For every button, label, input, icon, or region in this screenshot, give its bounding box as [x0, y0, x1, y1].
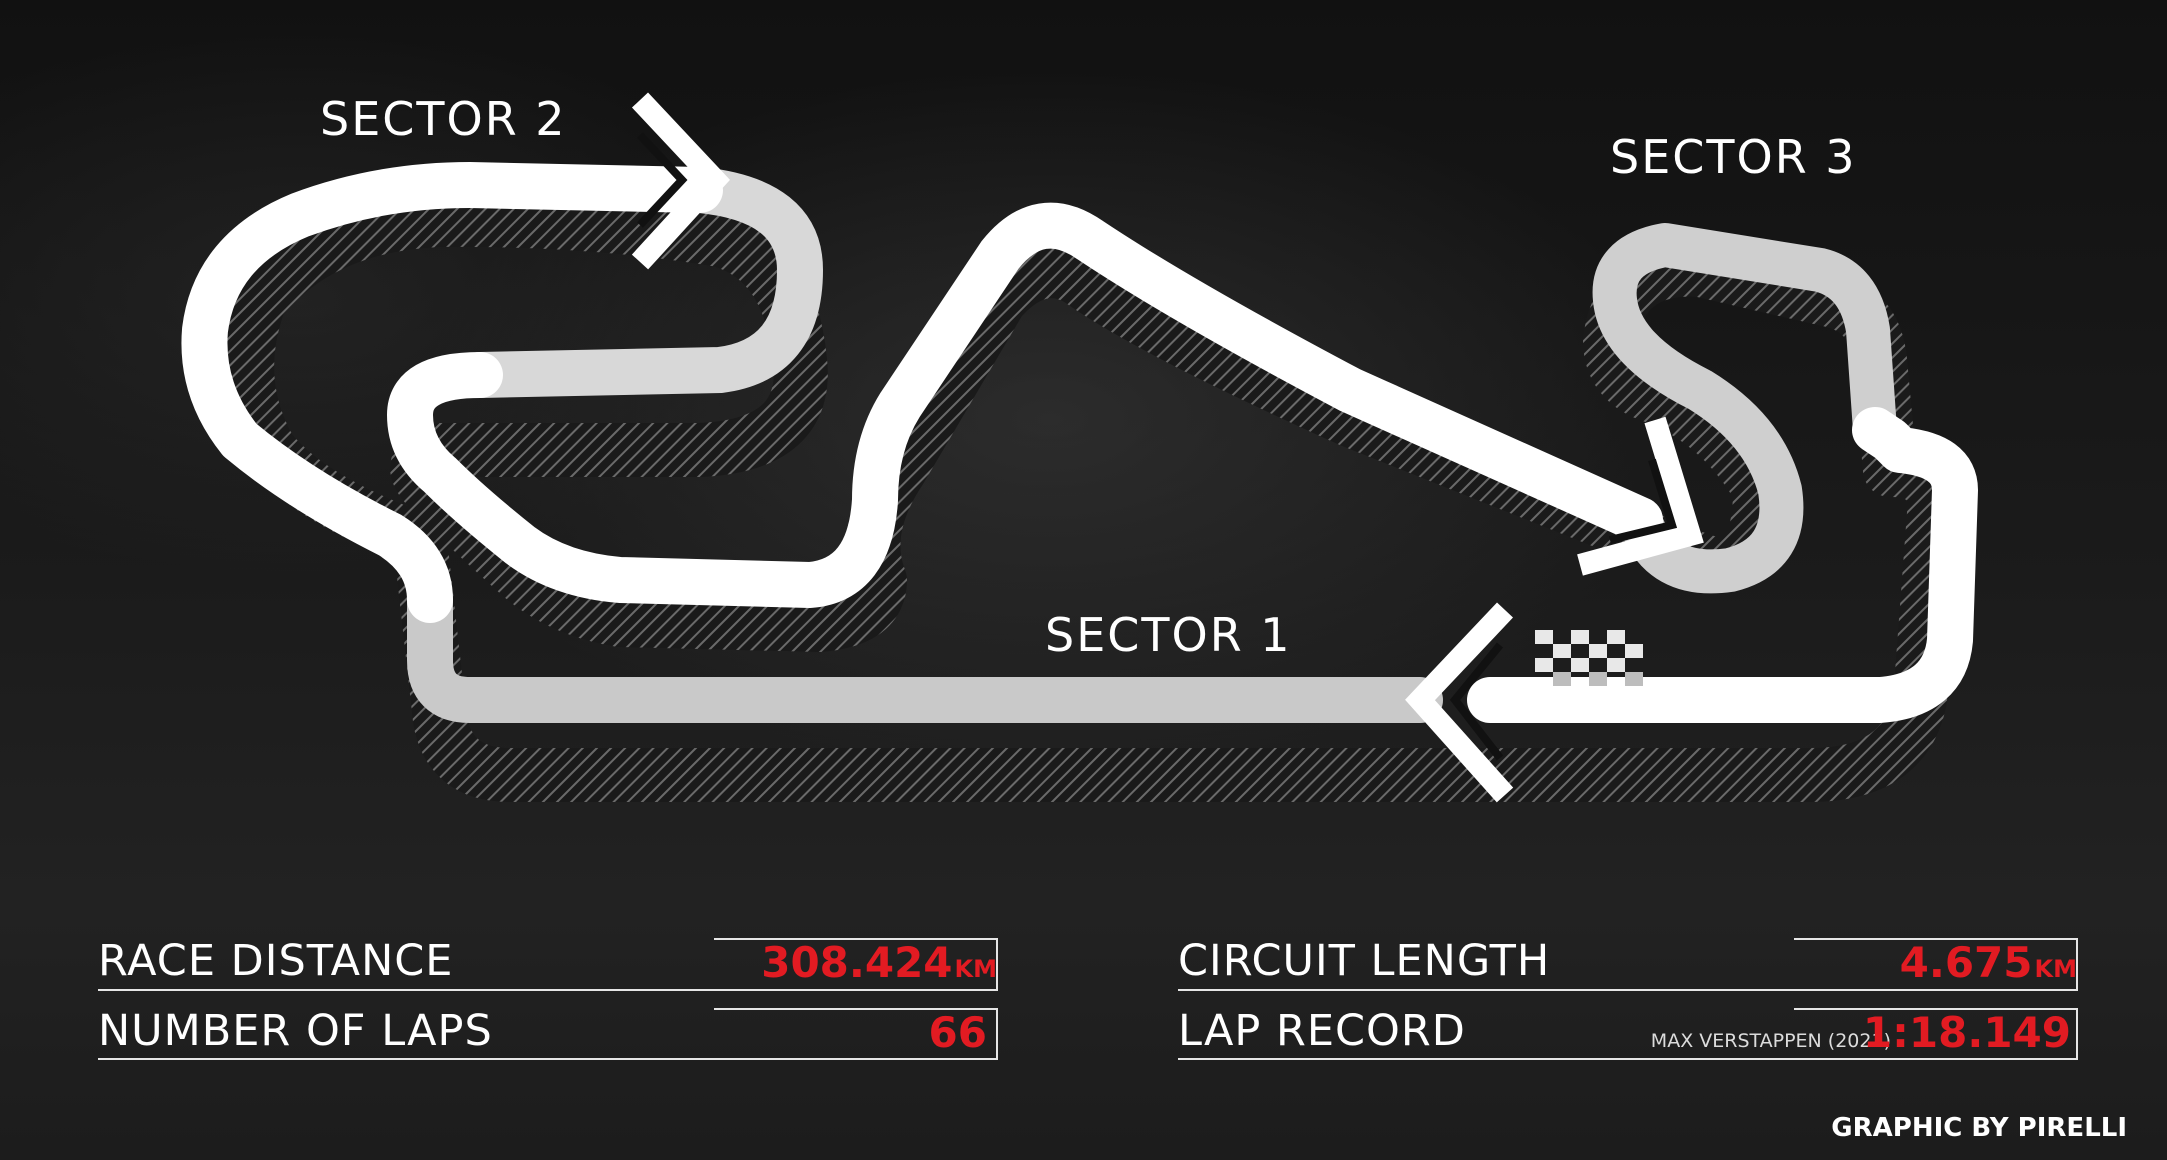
divider — [996, 1008, 998, 1060]
number-of-laps-value: 66 — [928, 1008, 987, 1057]
race-distance-number: 308.424 — [761, 938, 953, 987]
divider — [2076, 938, 2078, 991]
sector-1-label: SECTOR 1 — [1045, 608, 1292, 662]
number-of-laps-label: NUMBER OF LAPS — [98, 1006, 493, 1056]
lap-record-holder: MAX VERSTAPPEN (2021) — [1650, 1030, 1891, 1052]
divider — [98, 989, 998, 991]
sector-2-label: SECTOR 2 — [320, 92, 567, 146]
divider — [1794, 1008, 2078, 1010]
sector-3-label: SECTOR 3 — [1610, 130, 1857, 184]
lap-record-label: LAP RECORD — [1178, 1006, 1466, 1056]
divider — [2076, 1008, 2078, 1060]
divider — [996, 938, 998, 991]
race-distance-value: 308.424KM — [761, 938, 997, 987]
divider — [98, 1058, 998, 1060]
track-grey-sections — [407, 167, 1897, 723]
divider — [1794, 938, 2078, 940]
divider — [1178, 989, 2078, 991]
direction-arrow-icon — [1577, 416, 1704, 576]
circuit-length-value: 4.675KM — [1900, 938, 2077, 987]
race-distance-unit: KM — [954, 955, 997, 983]
circuit-length-label: CIRCUIT LENGTH — [1178, 936, 1551, 986]
direction-arrow-icon — [631, 92, 730, 270]
direction-arrow-icon — [1405, 602, 1514, 803]
divider — [714, 938, 998, 940]
race-distance-label: RACE DISTANCE — [98, 936, 454, 986]
track-main — [181, 162, 1978, 723]
credit-text: GRAPHIC BY PIRELLI — [1831, 1113, 2127, 1143]
divider — [1178, 1058, 2078, 1060]
circuit-length-unit: KM — [2034, 955, 2077, 983]
checkered-flag-icon — [1535, 630, 1643, 686]
circuit-length-number: 4.675 — [1899, 938, 2033, 987]
divider — [714, 1008, 998, 1010]
lap-record-value: 1:18.149 — [1862, 1008, 2071, 1057]
